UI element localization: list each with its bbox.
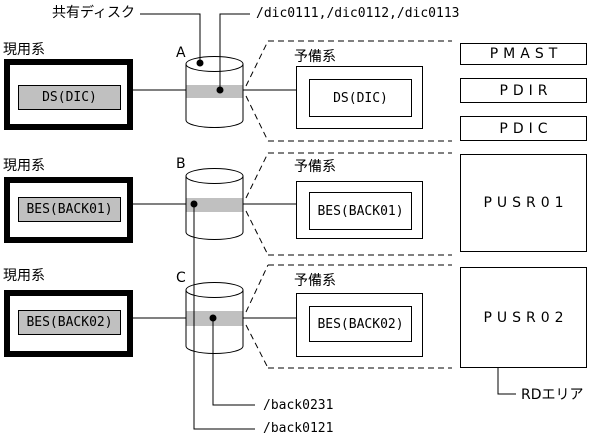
disk-a-gray-band [186,85,243,98]
back0231-label: /back0231 [263,398,334,413]
dashed-region-row2 [245,152,452,256]
disk-letter-a: A [176,45,186,61]
dashed-region-row3 [245,264,452,369]
dic-files-anchor-dot [216,86,224,94]
disk-cylinder-b [185,168,244,240]
rd-area-box-pusr02: PUSR02 [460,267,587,368]
disk-cylinder-a [185,56,244,128]
dic-files-leader-line [219,13,250,90]
connector-lines [133,89,296,319]
back0231-anchor-dot [209,314,217,322]
dic-files-label: /dic0111,/dic0112,/dic0113 [256,6,460,21]
shared-disk-label: 共有ディスク [52,5,136,21]
dashed-region-row1 [245,40,452,142]
active-system-label-row3: 現用系 [3,268,45,284]
active-system-label-row1: 現用系 [3,42,45,58]
active-system-label-row2: 現用系 [3,158,45,174]
callout-lines [140,13,516,430]
rd-area-box-pdir: PDIR [460,78,587,103]
standby-system-label-row3: 予備系 [294,273,336,289]
active-server-bes-back02: BES(BACK02) [18,310,121,335]
disk-letter-c: C [176,270,186,286]
shared-disk-leader-line [140,13,201,63]
rd-area-box-pmast: PMAST [460,43,587,65]
shared-disk-anchor-dot [196,59,204,67]
disk-letter-b: B [176,156,186,172]
active-server-ds-dic: DS(DIC) [18,85,121,110]
back0121-leader-line [193,204,255,430]
standby-system-label-row1: 予備系 [294,49,336,65]
back0231-leader-line [212,318,255,406]
standby-server-bes-back01: BES(BACK01) [309,192,412,230]
active-server-bes-back01: BES(BACK01) [18,197,121,222]
standby-system-label-row2: 予備系 [294,159,336,175]
standby-server-bes-back02: BES(BACK02) [309,306,412,342]
rd-area-label: RDエリア [521,387,584,403]
disk-b-gray-band [186,198,243,212]
standby-server-ds-dic: DS(DIC) [309,79,412,117]
back0121-label: /back0121 [263,421,334,436]
rd-area-box-pdic: PDIC [460,116,587,141]
back0121-anchor-dot [190,200,198,208]
rd-area-box-pusr01: PUSR01 [460,154,587,252]
